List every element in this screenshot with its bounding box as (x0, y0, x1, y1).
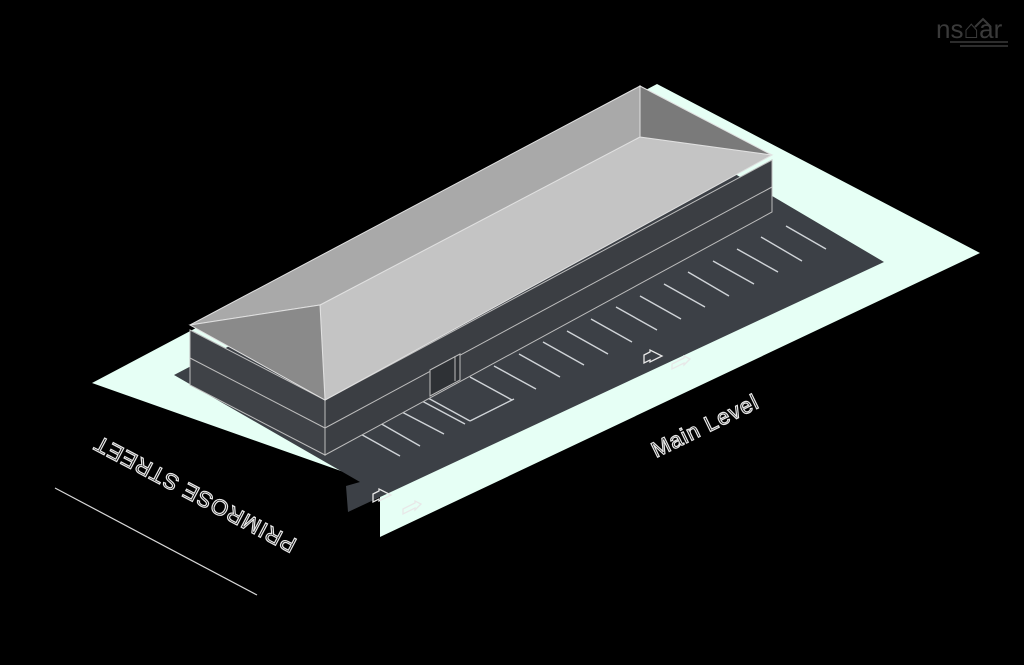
two-way-arrow-icon (372, 348, 692, 516)
logo-wordmark: ns⌂ar (936, 14, 1003, 44)
logo: ns⌂ar (936, 14, 1008, 47)
building-entrance (429, 353, 461, 397)
roof-hip-left (188, 304, 326, 401)
street-edge-line (54, 487, 258, 596)
house-roof-icon (974, 17, 992, 28)
parking-stall-lines (356, 225, 827, 457)
street-label: PRIMROSE STREET (89, 431, 300, 558)
roof-hip-right (639, 85, 773, 156)
